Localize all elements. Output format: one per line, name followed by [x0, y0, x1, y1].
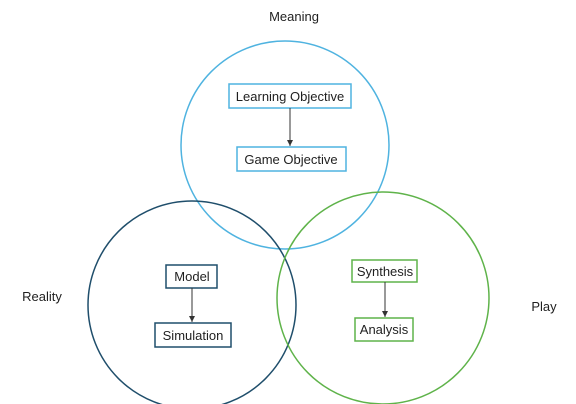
- analysis-text: Analysis: [360, 322, 409, 337]
- analysis-box: [354, 317, 414, 342]
- game-objective-box: [236, 146, 347, 172]
- learning-objective-text: Learning Objective: [236, 89, 344, 104]
- play-circle: [276, 191, 490, 404]
- model-text: Model: [174, 269, 210, 284]
- synthesis-text: Synthesis: [357, 264, 414, 279]
- game-objective-text: Game Objective: [244, 152, 337, 167]
- meaning-circle: [180, 40, 390, 250]
- play-label: Play: [531, 299, 557, 314]
- simulation-box: [154, 322, 232, 348]
- simulation-text: Simulation: [163, 328, 224, 343]
- reality-circle: [87, 200, 297, 404]
- meaning-label: Meaning: [269, 9, 319, 24]
- reality-label: Reality: [22, 289, 62, 304]
